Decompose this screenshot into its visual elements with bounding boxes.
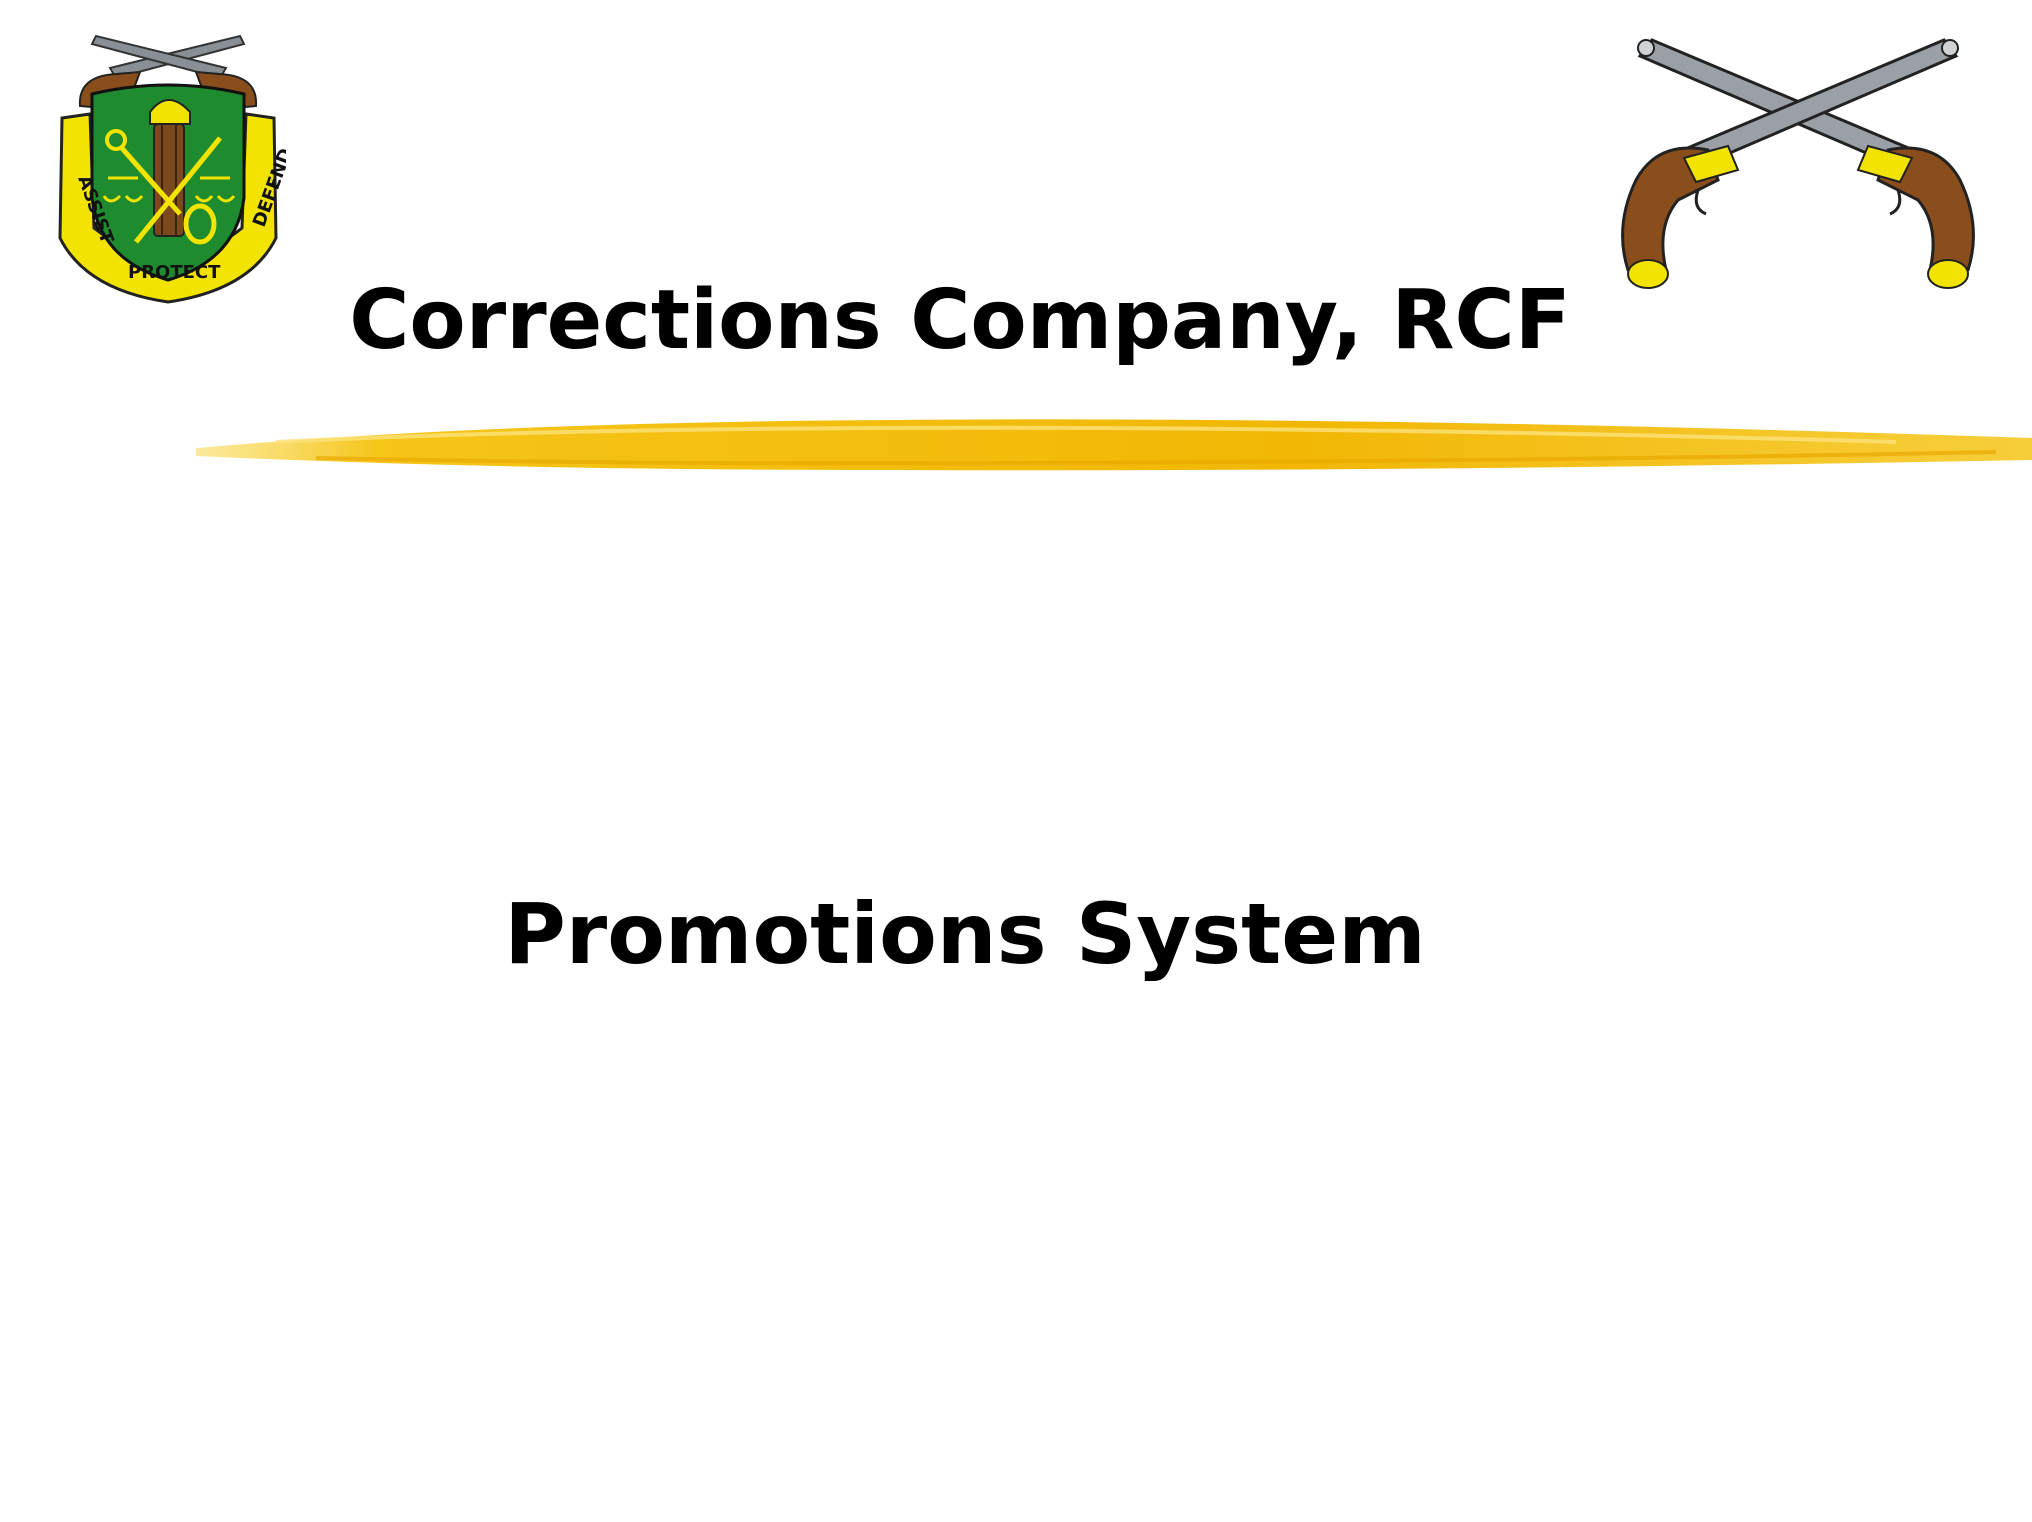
military-police-crest-icon: ASSIST PROTECT DEFEND [58, 34, 286, 304]
slide-title: Corrections Company, RCF [349, 273, 1571, 368]
crest-motto-bottom: PROTECT [128, 262, 221, 283]
crossed-pistols-icon [1621, 38, 1975, 289]
slide-subtitle: Promotions System [504, 885, 1426, 983]
yellow-brush-stroke [196, 419, 2032, 471]
